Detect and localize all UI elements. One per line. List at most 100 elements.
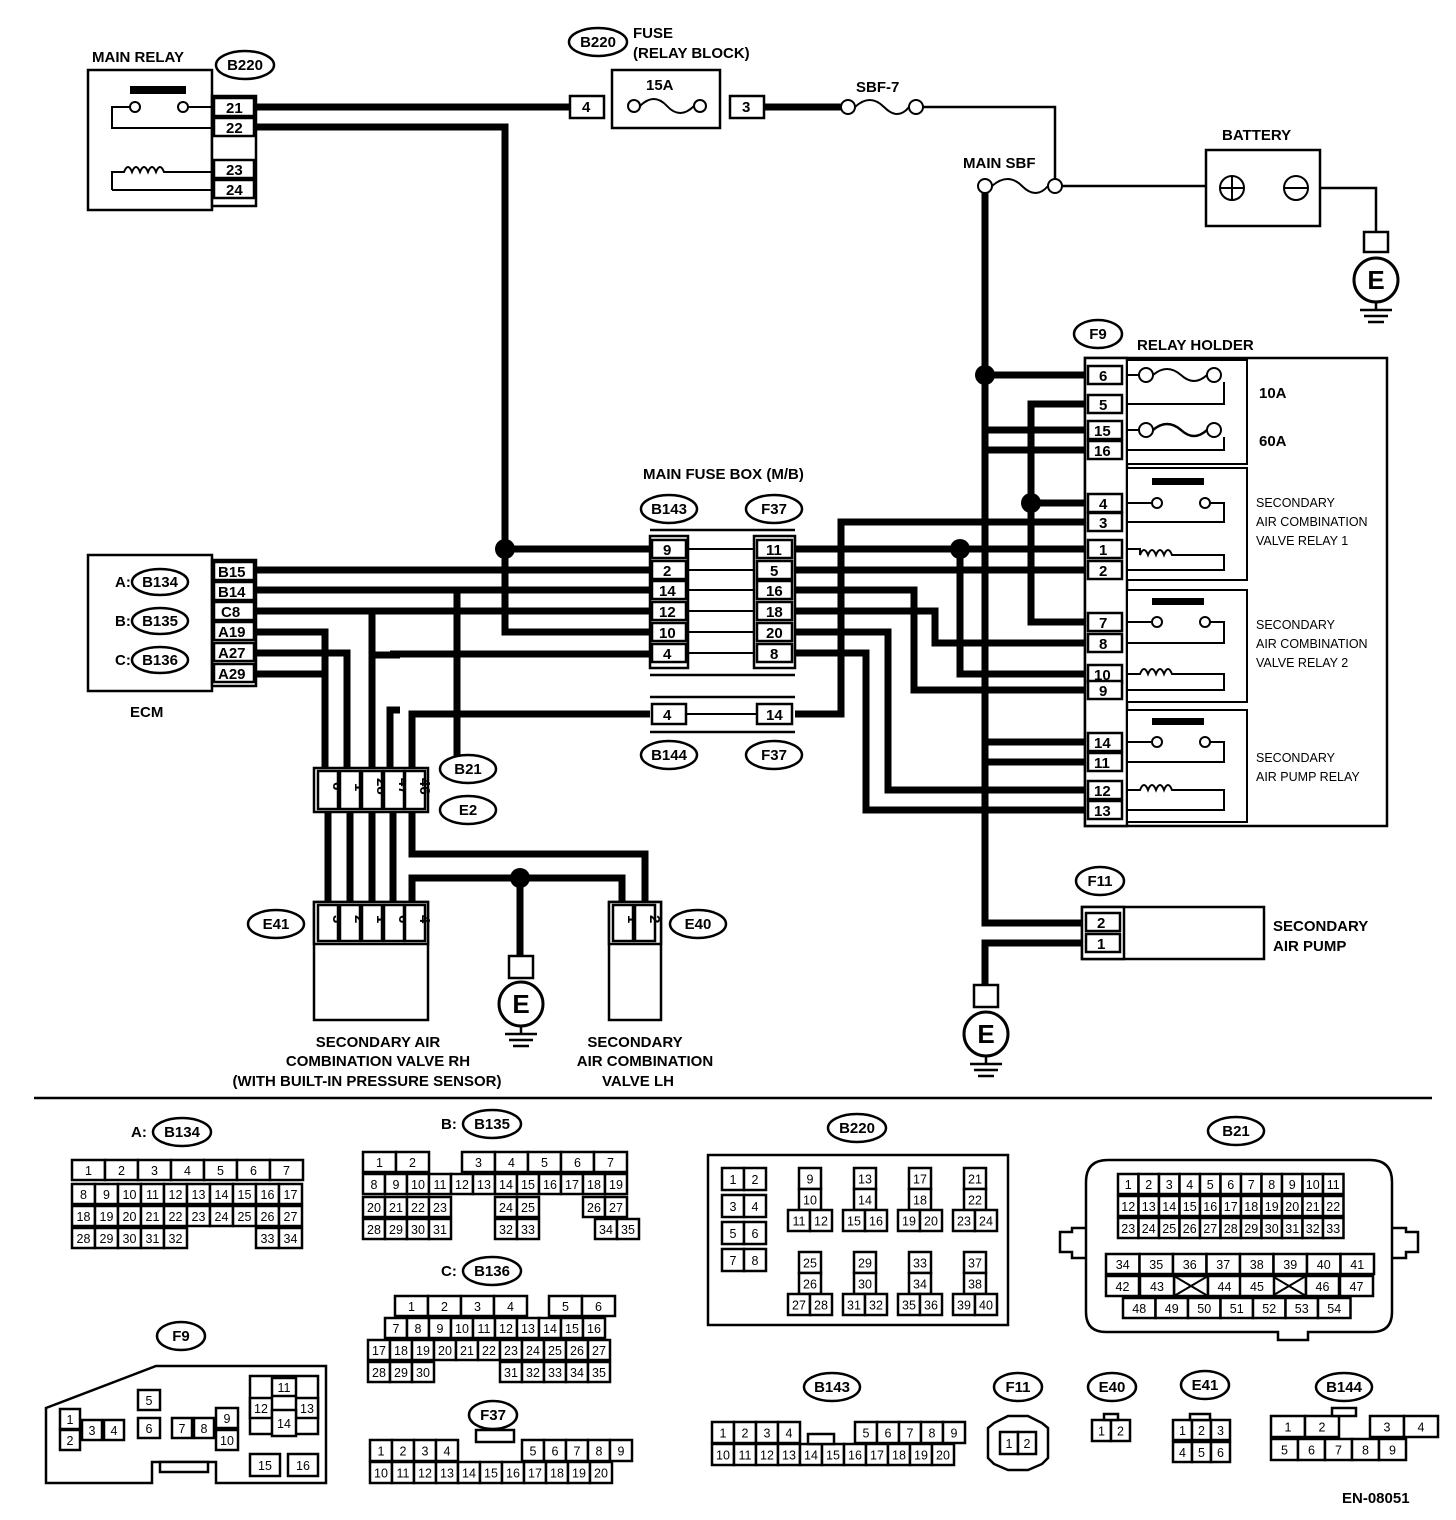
f9-pin-15-label: 15	[258, 1459, 272, 1473]
b143-pin-18-label: 18	[892, 1449, 906, 1463]
b143-pin-3-label: 3	[764, 1427, 771, 1441]
f37-pin-18-label: 18	[550, 1467, 564, 1481]
b136-pin-16-label: 16	[587, 1322, 601, 1336]
b134-pin-7-cell	[268, 1158, 305, 1182]
relay-holder-pins: 6 5 15 16 4 3 1 2 7 8 10 9 14 11 12 13	[1086, 364, 1124, 821]
b135-pin-33-cell	[515, 1217, 541, 1241]
b220-pin-15-label: 15	[847, 1215, 861, 1229]
b21-pin-6-label: 6	[1227, 1178, 1234, 1192]
b143-key-cell	[806, 1432, 836, 1446]
b143-pin-6-label: 6	[885, 1427, 892, 1441]
f9-pin-13: 13	[1094, 803, 1111, 820]
f9-pin-11: 11	[1094, 755, 1110, 772]
f9-pin-2-cell	[58, 1428, 82, 1452]
b134-pin-31-label: 31	[146, 1232, 160, 1246]
b136-pin-32-label: 32	[526, 1366, 540, 1380]
f9-pin-1: 1	[1099, 542, 1107, 559]
fuse-15a-label: 15A	[646, 77, 674, 94]
b134-pin-11-label: 11	[146, 1188, 159, 1202]
f37-pin-15-label: 15	[484, 1467, 498, 1481]
f37-pin-12-label: 12	[418, 1467, 432, 1481]
b136-pin-22-label: 22	[482, 1344, 496, 1358]
b144-pin-4: 4	[663, 707, 672, 724]
b21-pin-9-label: 9	[1289, 1178, 1296, 1192]
f9-pin-7-cell	[170, 1416, 194, 1440]
b21-pin-45-cell	[1238, 1274, 1276, 1298]
b21-pin-40-label: 40	[1317, 1258, 1331, 1272]
b220-pin-13-label: 13	[858, 1173, 872, 1187]
relay1-label-1: SECONDARY	[1256, 496, 1336, 510]
f9-pin-7-label: 7	[179, 1422, 186, 1436]
f37-pin-5: 5	[770, 563, 778, 580]
b21-pin-51-label: 51	[1230, 1302, 1244, 1316]
b220-pin-30-label: 30	[858, 1278, 872, 1292]
b143-pin-15-label: 15	[826, 1449, 840, 1463]
b220-pin-17-label: 17	[913, 1173, 927, 1187]
b21-pin-24-label: 24	[1142, 1222, 1156, 1236]
relay2-label-1: SECONDARY	[1256, 618, 1336, 632]
b21-pin-47-label: 47	[1350, 1280, 1364, 1294]
b21-pin-52-label: 52	[1262, 1302, 1276, 1316]
b134-pin-17-cell	[277, 1182, 304, 1206]
f9-pin-9-cell	[214, 1406, 240, 1430]
f37-pin-17-label: 17	[528, 1467, 542, 1481]
relay-holder: F9 RELAY HOLDER 10A 60A SECONDARY A	[1072, 318, 1389, 828]
f37-pin-20-label: 20	[594, 1467, 608, 1481]
b144-pin-9-label: 9	[1389, 1444, 1396, 1458]
b136-pin-23-label: 23	[504, 1344, 518, 1358]
b134-pin-14-label: 14	[215, 1188, 229, 1202]
pump-label-2: AIR PUMP	[1273, 938, 1346, 955]
b134-pin-32-label: 32	[169, 1232, 183, 1246]
ecm-pin-a19: A19	[218, 624, 246, 641]
b136-pin-18-label: 18	[394, 1344, 408, 1358]
b134-pin-12-label: 12	[169, 1188, 183, 1202]
f9-pin-6-label: 6	[146, 1422, 153, 1436]
b144-pin-4-cell	[1402, 1414, 1440, 1439]
b135-pin-19-label: 19	[609, 1178, 623, 1192]
b134-pin-33-label: 33	[261, 1232, 275, 1246]
b21-e2-joint: 6 1 28 47 46 B21 E2	[312, 753, 498, 826]
b21-pin-11-label: 11	[1327, 1178, 1340, 1192]
b220-pin-27-label: 27	[792, 1299, 806, 1313]
e41-pin-5-label: 5	[1198, 1446, 1205, 1460]
f9-pin-12: 12	[1094, 783, 1111, 800]
b135-pin-24-label: 24	[499, 1201, 513, 1215]
b134-pin-28-label: 28	[77, 1232, 91, 1246]
valve-ground-label: E	[512, 989, 529, 1019]
f9-pin-14: 14	[1094, 735, 1111, 752]
f9-pin-15-cell	[248, 1452, 282, 1478]
wires	[252, 103, 1085, 985]
f9-pin-8: 8	[1099, 636, 1107, 653]
connector-b143-badge: B143	[651, 501, 687, 518]
pump-relay-label-1: SECONDARY	[1256, 751, 1336, 765]
b220-pin-37-label: 37	[968, 1257, 982, 1271]
b135-pin-28-label: 28	[367, 1223, 381, 1237]
b134-pin-19-label: 19	[100, 1210, 114, 1224]
legend-b135-prefix: B:	[441, 1116, 457, 1133]
e40-pin-2: 2	[646, 915, 663, 923]
e41-pin-2: 2	[351, 915, 368, 923]
f9-pin-10-cell	[214, 1428, 240, 1452]
b21-pin-13-label: 13	[1142, 1200, 1156, 1214]
b134-pin-30-label: 30	[123, 1232, 137, 1246]
b21-pin-11-cell	[1321, 1172, 1345, 1196]
fuse-b220-badge: B220	[580, 34, 616, 51]
f37-pin-9-cell	[608, 1438, 634, 1463]
b135-pin-3-label: 3	[475, 1156, 482, 1170]
connector-e40-badge: E40	[685, 916, 712, 933]
b21-pin-33-label: 33	[1326, 1222, 1340, 1236]
b220-pin-33-label: 33	[913, 1257, 927, 1271]
b21-pin-37-label: 37	[1216, 1258, 1230, 1272]
f9-pin-13-label: 13	[300, 1402, 314, 1416]
b136-pin-19-label: 19	[416, 1344, 430, 1358]
b143-pin-20-cell	[930, 1442, 956, 1467]
b21-pin-30-label: 30	[1265, 1222, 1279, 1236]
b220-pin-32-cell	[863, 1292, 889, 1317]
b136-pin-21-label: 21	[460, 1344, 474, 1358]
legend-f37-badge: F37	[480, 1407, 506, 1424]
b143-pin-20-label: 20	[936, 1449, 950, 1463]
b220-pin-36-label: 36	[924, 1299, 938, 1313]
b135-pin-5-label: 5	[541, 1156, 548, 1170]
b135-pin-6-label: 6	[574, 1156, 581, 1170]
